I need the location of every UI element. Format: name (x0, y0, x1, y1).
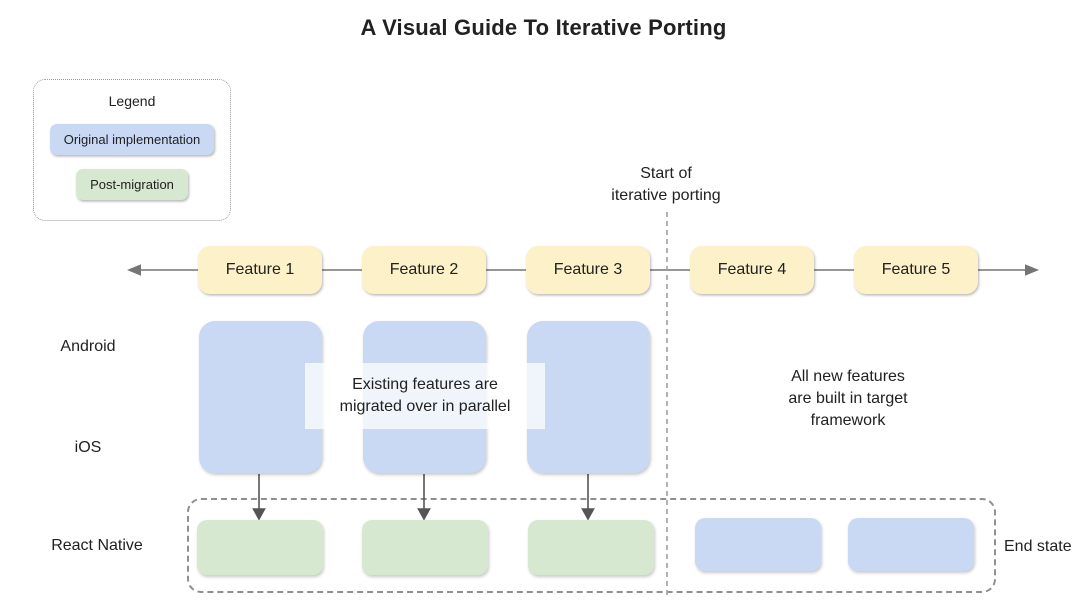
feature-box-4: Feature 4 (690, 246, 814, 294)
start-of-porting-label: Start of iterative porting (611, 165, 721, 204)
original-implementation-block-3 (527, 321, 650, 473)
diagram-title: A Visual Guide To Iterative Porting (360, 15, 727, 40)
existing-features-note-band: Existing features are migrated over in p… (305, 363, 545, 429)
platform-label-react-native: React Native (51, 537, 143, 554)
post-migration-block-3 (528, 520, 654, 575)
legend-title: Legend (108, 93, 156, 109)
existing-features-note: Existing features are migrated over in p… (339, 376, 511, 415)
post-migration-block-2 (362, 520, 488, 575)
end-state-label: End state (1004, 538, 1072, 555)
new-feature-block-5 (848, 518, 974, 571)
legend-swatch-original-implementation: Original implementation (49, 124, 215, 155)
legend-swatch-post-migration: Post-migration (76, 169, 188, 200)
post-migration-block-1 (197, 520, 323, 575)
migration-arrowhead-1-icon (252, 508, 266, 521)
legend: Legend Original implementation Post-migr… (33, 79, 231, 221)
platform-label-ios: iOS (74, 439, 102, 456)
original-implementation-block-1 (199, 321, 322, 473)
end-state-container (187, 498, 996, 593)
migration-arrowhead-3-icon (581, 508, 595, 521)
feature-box-1: Feature 1 (198, 246, 322, 294)
timeline-right-arrowhead-icon (1025, 264, 1039, 276)
platform-label-android: Android (60, 338, 116, 355)
new-features-note: All new features are built in target fra… (788, 368, 908, 429)
feature-box-3: Feature 3 (526, 246, 650, 294)
migration-arrowhead-2-icon (417, 508, 431, 521)
feature-box-5: Feature 5 (854, 246, 978, 294)
feature-box-2: Feature 2 (362, 246, 486, 294)
new-feature-block-4 (695, 518, 821, 571)
timeline-left-arrowhead-icon (127, 264, 141, 276)
